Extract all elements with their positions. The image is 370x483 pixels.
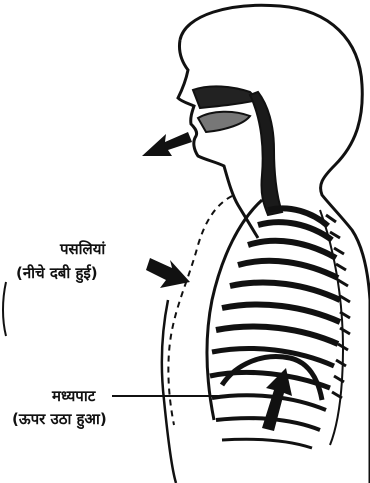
tongue: [198, 112, 250, 132]
ribs-arrow: [146, 258, 190, 288]
diaphragm-label: मध्यपाट: [52, 387, 95, 405]
chest-dashed-outline: [168, 196, 232, 425]
nasal-cavity: [193, 86, 258, 108]
arm-outline: [3, 282, 6, 336]
diaphragm-note: (ऊपर उठा हुआ): [12, 410, 107, 428]
exhale-arrow: [142, 132, 192, 156]
ribs-label: पसलियां: [60, 240, 105, 258]
ribs-note: (नीचे दबी हुई): [16, 264, 98, 282]
windpipe: [250, 92, 282, 215]
